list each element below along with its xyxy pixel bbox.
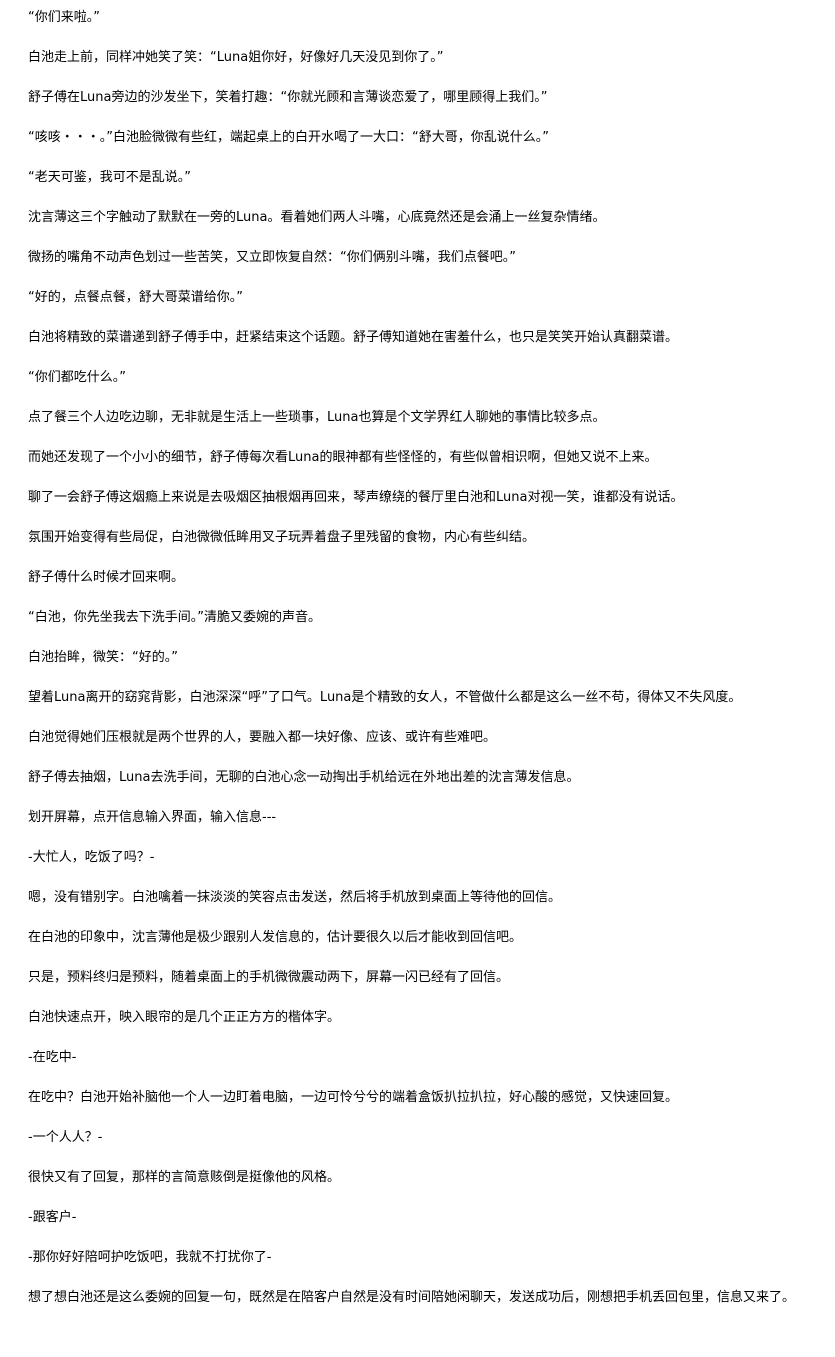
paragraph: 微扬的嘴角不动声色划过一些苦笑，又立即恢复自然：“你们俩别斗嘴，我们点餐吧。” <box>28 250 516 265</box>
paragraph: -在吃中- <box>28 1050 77 1065</box>
paragraph: 而她还发现了一个小小的细节，舒子傅每次看Luna的眼神都有些怪怪的，有些似曾相识… <box>28 450 658 465</box>
paragraph: 白池将精致的菜谱递到舒子傅手中，赶紧结束这个话题。舒子傅知道她在害羞什么，也只是… <box>28 330 679 345</box>
paragraph: -大忙人，吃饭了吗？- <box>28 850 155 865</box>
paragraph: 在白池的印象中，沈言薄他是极少跟别人发信息的，估计要很久以后才能收到回信吧。 <box>28 930 523 945</box>
paragraph: -跟客户- <box>28 1210 77 1225</box>
paragraph: “咳咳・・・。”白池脸微微有些红，端起桌上的白开水喝了一大口：“舒大哥，你乱说什… <box>28 130 549 145</box>
paragraph: “你们来啦。” <box>28 10 100 25</box>
paragraph: 氛围开始变得有些局促，白池微微低眸用叉子玩弄着盘子里残留的食物，内心有些纠结。 <box>28 530 536 545</box>
paragraph: 很快又有了回复，那样的言简意赅倒是挺像他的风格。 <box>28 1170 341 1185</box>
paragraph: “白池，你先坐我去下洗手间。”清脆又委婉的声音。 <box>28 610 321 625</box>
paragraph: 想了想白池还是这么委婉的回复一句，既然是在陪客户自然是没有时间陪她闲聊天，发送成… <box>28 1290 796 1305</box>
paragraph: -一个人人？- <box>28 1130 103 1145</box>
paragraph: “老天可鉴，我可不是乱说。” <box>28 170 191 185</box>
paragraph: 白池快速点开，映入眼帘的是几个正正方方的楷体字。 <box>28 1010 341 1025</box>
paragraph: 只是，预料终归是预料，随着桌面上的手机微微震动两下，屏幕一闪已经有了回信。 <box>28 970 510 985</box>
paragraph: “你们都吃什么。” <box>28 370 126 385</box>
paragraph: 白池觉得她们压根就是两个世界的人，要融入都一块好像、应该、或许有些难吧。 <box>28 730 497 745</box>
paragraph: 聊了一会舒子傅这烟瘾上来说是去吸烟区抽根烟再回来，琴声缭绕的餐厅里白池和Luna… <box>28 490 684 505</box>
paragraph: 白池走上前，同样冲她笑了笑：“Luna姐你好，好像好几天没见到你了。” <box>28 50 444 65</box>
paragraph: 沈言薄这三个字触动了默默在一旁的Luna。看着她们两人斗嘴，心底竟然还是会涌上一… <box>28 210 606 225</box>
paragraph: 在吃中？白池开始补脑他一个人一边盯着电脑，一边可怜兮兮的端着盒饭扒拉扒拉，好心酸… <box>28 1090 679 1105</box>
paragraph: 点了餐三个人边吃边聊，无非就是生活上一些琐事，Luna也算是个文学界红人聊她的事… <box>28 410 606 425</box>
paragraph: 舒子傅在Luna旁边的沙发坐下，笑着打趣：“你就光顾和言薄谈恋爱了，哪里顾得上我… <box>28 90 548 105</box>
paragraph: 望着Luna离开的窈窕背影，白池深深“呼”了口气。Luna是个精致的女人，不管做… <box>28 690 742 705</box>
paragraph: “好的，点餐点餐，舒大哥菜谱给你。” <box>28 290 243 305</box>
paragraph: -那你好好陪呵护吃饭吧，我就不打扰你了- <box>28 1250 272 1265</box>
paragraph: 白池抬眸，微笑：“好的。” <box>28 650 178 665</box>
paragraph: 舒子傅去抽烟，Luna去洗手间，无聊的白池心念一动掏出手机给远在外地出差的沈言薄… <box>28 770 580 785</box>
paragraph: 舒子傅什么时候才回来啊。 <box>28 570 185 585</box>
paragraph: 划开屏幕，点开信息输入界面，输入信息--- <box>28 810 277 825</box>
paragraph: 嗯，没有错别字。白池噙着一抹淡淡的笑容点击发送，然后将手机放到桌面上等待他的回信… <box>28 890 562 905</box>
